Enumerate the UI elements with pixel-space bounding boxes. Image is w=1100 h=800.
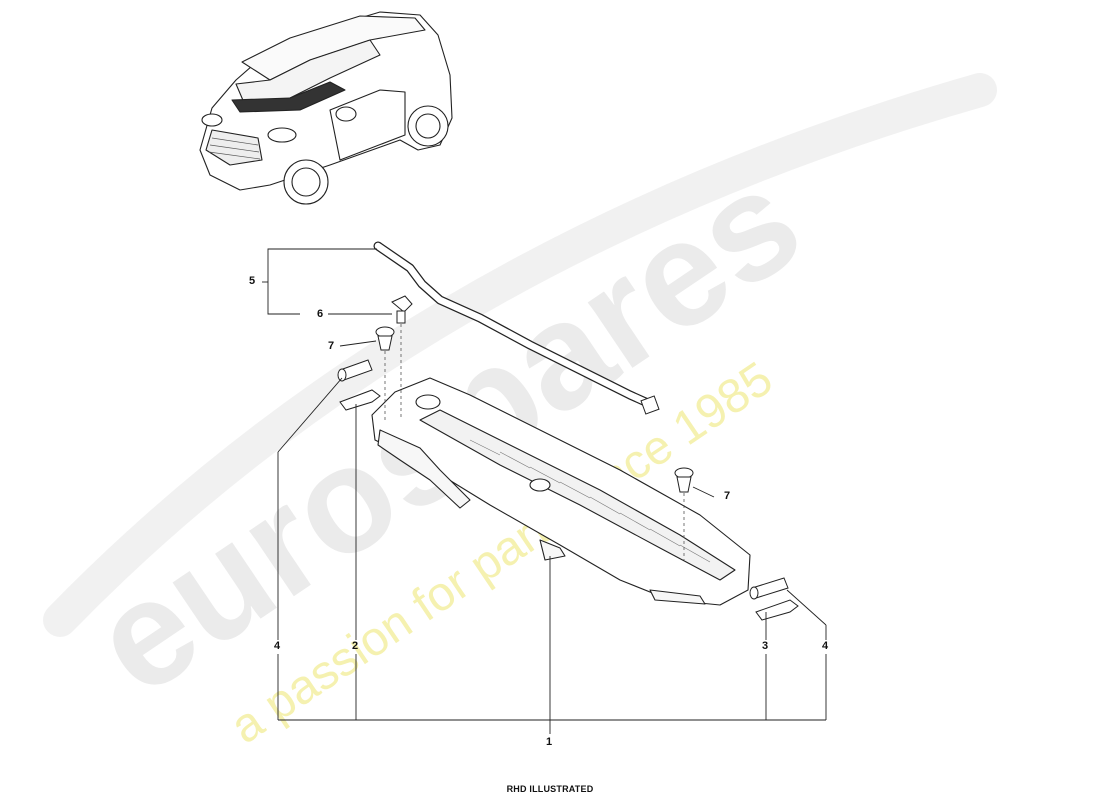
clip-part-7-right — [674, 467, 694, 493]
diagram-caption: RHD ILLUSTRATED — [506, 784, 594, 794]
rear-wheel — [407, 105, 449, 147]
seal-strip — [373, 241, 660, 415]
car-illustration — [199, 11, 453, 205]
clip-part-7-left — [375, 326, 395, 351]
callout-4-right: 4 — [822, 640, 829, 652]
front-wheel — [283, 159, 329, 205]
clip-part-6 — [391, 295, 413, 324]
cowl-panel — [371, 377, 751, 606]
callout-2: 2 — [352, 640, 359, 652]
pad-part-4-left — [337, 359, 373, 382]
dashed-guide-lines — [384, 324, 685, 560]
callout-6: 6 — [317, 308, 324, 320]
pad-part-4-right — [749, 577, 789, 600]
bracket-part-2 — [339, 389, 381, 411]
callout-5: 5 — [249, 275, 256, 287]
callout-1: 1 — [546, 736, 553, 748]
bracket-part-3 — [755, 599, 799, 621]
callout-4-left: 4 — [274, 640, 281, 652]
callout-3: 3 — [762, 640, 769, 652]
callout-7-right: 7 — [724, 490, 731, 502]
callout-7-left: 7 — [328, 340, 335, 352]
leader-lines — [262, 248, 827, 734]
